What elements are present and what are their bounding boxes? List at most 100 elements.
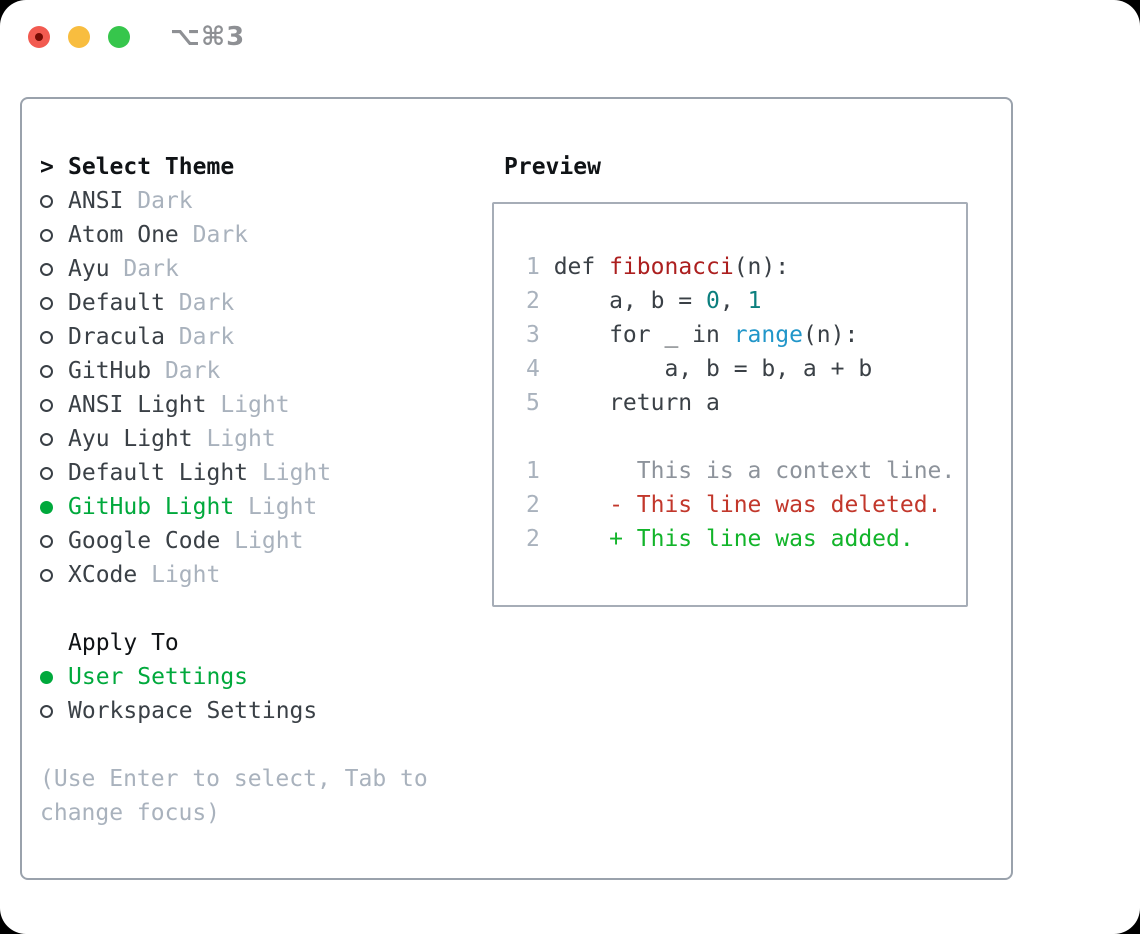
option-variant: Dark bbox=[137, 188, 193, 214]
radio-icon bbox=[40, 398, 68, 412]
code-segment: range bbox=[733, 322, 803, 348]
theme-option-github[interactable]: GitHub Dark bbox=[40, 354, 472, 388]
theme-option-github-light[interactable]: GitHub Light Light bbox=[40, 490, 472, 524]
line-number: 1 bbox=[526, 458, 540, 484]
code-line: 5 return a bbox=[526, 386, 966, 420]
zoom-button[interactable] bbox=[108, 26, 130, 48]
radio-selected-icon bbox=[40, 500, 68, 514]
radio-icon bbox=[40, 534, 68, 548]
select-theme-header: > Select Theme bbox=[40, 150, 472, 184]
radio-selected-icon bbox=[40, 670, 68, 684]
radio-icon bbox=[40, 704, 68, 718]
option-label: Ayu Dark bbox=[68, 256, 179, 282]
line-number: 2 bbox=[526, 288, 540, 314]
line-number: 2 bbox=[526, 492, 540, 518]
code-line: 2 - This line was deleted. bbox=[526, 488, 966, 522]
radio-icon bbox=[40, 432, 68, 446]
theme-option-atom-one[interactable]: Atom One Dark bbox=[40, 218, 472, 252]
code-segment: - This line was deleted. bbox=[553, 492, 942, 518]
preview-title: Preview bbox=[504, 154, 601, 180]
line-number: 2 bbox=[526, 526, 540, 552]
option-variant: Light bbox=[261, 460, 332, 486]
option-label: Atom One Dark bbox=[68, 222, 249, 248]
keyboard-hint: (Use Enter to select, Tab to change focu… bbox=[40, 766, 442, 826]
line-number: 1 bbox=[526, 254, 540, 280]
apply-option-workspace-settings[interactable]: Workspace Settings bbox=[40, 694, 472, 728]
cursor-arrow-icon: > bbox=[40, 154, 54, 180]
radio-icon bbox=[40, 330, 68, 344]
option-label: Default Light Light bbox=[68, 460, 332, 486]
apply-to-title: Apply To bbox=[68, 630, 179, 656]
code-segment: , bbox=[719, 288, 748, 314]
radio-icon bbox=[40, 228, 68, 242]
option-variant: Light bbox=[220, 392, 290, 418]
theme-option-dracula[interactable]: Dracula Dark bbox=[40, 320, 472, 354]
theme-option-ansi[interactable]: ANSI Dark bbox=[40, 184, 472, 218]
radio-icon bbox=[40, 194, 68, 208]
code-segment: fibonacci bbox=[609, 254, 734, 280]
code-line: 4 a, b = b, a + b bbox=[526, 352, 966, 386]
option-variant: Dark bbox=[178, 324, 235, 350]
code-segment: a, b = bbox=[553, 288, 707, 314]
option-label: Workspace Settings bbox=[68, 698, 318, 724]
code-line: 1 def fibonacci(n): bbox=[526, 250, 966, 284]
code-segment: (n): bbox=[802, 322, 859, 348]
option-label: Google Code Light bbox=[68, 528, 304, 554]
apply-option-user-settings[interactable]: User Settings bbox=[40, 660, 472, 694]
line-number: 3 bbox=[526, 322, 540, 348]
spacer bbox=[40, 592, 472, 626]
minimize-button[interactable] bbox=[68, 26, 90, 48]
theme-option-xcode[interactable]: XCode Light bbox=[40, 558, 472, 592]
close-button[interactable] bbox=[28, 26, 50, 48]
code-line: 2 + This line was added. bbox=[526, 522, 966, 556]
radio-icon bbox=[40, 568, 68, 582]
option-label: ANSI Light Light bbox=[68, 392, 290, 418]
line-number: 5 bbox=[526, 390, 540, 416]
theme-option-default-light[interactable]: Default Light Light bbox=[40, 456, 472, 490]
code-segment: for _ in bbox=[553, 322, 734, 348]
option-variant: Dark bbox=[123, 256, 179, 282]
radio-icon bbox=[40, 466, 68, 480]
select-theme-title: Select Theme bbox=[68, 154, 235, 180]
option-variant: Light bbox=[234, 528, 304, 554]
code-segment: (n): bbox=[733, 254, 790, 280]
option-label: GitHub Light Light bbox=[68, 494, 318, 520]
theme-option-ayu[interactable]: Ayu Dark bbox=[40, 252, 472, 286]
option-variant: Light bbox=[206, 426, 276, 452]
option-label: User Settings bbox=[68, 664, 249, 690]
code-segment: 0 bbox=[706, 288, 720, 314]
code-segment: def bbox=[553, 254, 610, 280]
theme-option-ayu-light[interactable]: Ayu Light Light bbox=[40, 422, 472, 456]
code-line: 1 This is a context line. bbox=[526, 454, 966, 488]
code-line: 2 a, b = 0, 1 bbox=[526, 284, 966, 318]
code-line bbox=[526, 420, 966, 454]
option-label: Ayu Light Light bbox=[68, 426, 276, 452]
window-controls bbox=[28, 26, 130, 48]
code-segment: return a bbox=[553, 390, 720, 416]
option-variant: Light bbox=[248, 494, 318, 520]
option-variant: Dark bbox=[164, 358, 221, 384]
theme-option-google-code[interactable]: Google Code Light bbox=[40, 524, 472, 558]
option-variant: Dark bbox=[178, 290, 235, 316]
code-segment: + This line was added. bbox=[553, 526, 914, 552]
window-shortcut-label: ⌥⌘3 bbox=[170, 22, 246, 52]
theme-option-ansi-light[interactable]: ANSI Light Light bbox=[40, 388, 472, 422]
radio-icon bbox=[40, 262, 68, 276]
radio-icon bbox=[40, 364, 68, 378]
radio-icon bbox=[40, 296, 68, 310]
option-label: XCode Light bbox=[68, 562, 221, 588]
code-line: 3 for _ in range(n): bbox=[526, 318, 966, 352]
option-label: GitHub Dark bbox=[68, 358, 221, 384]
option-label: ANSI Dark bbox=[68, 188, 193, 214]
line-number: 4 bbox=[526, 356, 540, 382]
option-label: Dracula Dark bbox=[68, 324, 235, 350]
option-variant: Dark bbox=[192, 222, 249, 248]
option-variant: Light bbox=[151, 562, 221, 588]
theme-option-default[interactable]: Default Dark bbox=[40, 286, 472, 320]
